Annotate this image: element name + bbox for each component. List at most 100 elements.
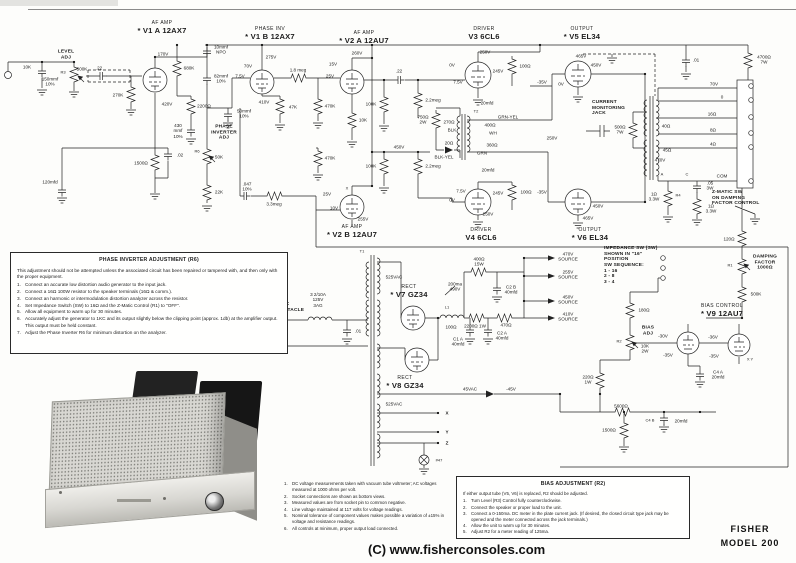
value-label: 170V — [157, 51, 169, 57]
value-label: 680K — [183, 65, 195, 71]
value-label: 1Ω 3.3W — [648, 191, 660, 202]
stage-label: RECT* V8 GZ34 — [386, 375, 423, 390]
value-label: C — [685, 171, 689, 177]
damping-factor-pot-r1 — [737, 255, 747, 278]
value-label: 1Ω 3.3W — [705, 203, 717, 214]
value-label: .22 — [395, 68, 403, 74]
control-label: DAMPING FACTOR 1000Ω — [752, 254, 778, 271]
stage-tube: * V2 B 12AU7 — [326, 230, 378, 239]
model-label-line2: MODEL 200 — [720, 537, 780, 548]
stage-role: BIAS CONTROL — [700, 303, 744, 309]
value-label: 47K — [288, 104, 298, 110]
diode — [444, 146, 454, 154]
value-label: R3 — [60, 69, 66, 75]
photo-volume-knob — [205, 492, 224, 511]
dashed-screen-line — [87, 53, 656, 96]
tube-v1a-12ax7 — [142, 67, 168, 93]
value-label: .22 — [95, 65, 103, 71]
value-label: 16Ω — [707, 111, 717, 117]
value-label: 15V — [328, 61, 338, 67]
phase-inverter-box-title: PHASE INVERTER ADJUSTMENT (R6) — [99, 257, 199, 263]
stage-tube: * V8 GZ34 — [386, 381, 424, 390]
photo-screw — [163, 497, 166, 500]
stage-label: OUTPUT* V5 EL34 — [564, 26, 600, 41]
instruction-step: 3.Connect a 0-150ma. DC meter in the pla… — [463, 510, 669, 522]
wires-v2 — [274, 45, 465, 225]
value-label: 0V — [449, 197, 455, 203]
value-label: -35V — [537, 189, 547, 195]
stage-label: BIAS CONTROL* V9 12AU7 — [701, 303, 743, 318]
fuse — [307, 316, 333, 321]
value-label: X — [345, 185, 349, 191]
value-label: 500K — [76, 66, 88, 72]
value-label: GRN-YEL — [497, 114, 519, 120]
stage-role: AF AMP — [151, 20, 173, 26]
value-label: 470V — [654, 157, 666, 163]
stage-tube: V4 6CL6 — [465, 233, 497, 242]
photo-brand-text — [117, 499, 151, 502]
value-label: R4 — [675, 192, 681, 198]
value-label: 100K — [365, 163, 377, 169]
value-label: 45VAC — [462, 386, 478, 392]
instruction-step: 3.Measured values are from socket pin to… — [284, 500, 406, 506]
stage-tube: * V9 12AU7 — [700, 309, 744, 318]
value-label: 10K — [22, 64, 32, 70]
bias-box-title: BIAS ADJUSTMENT (R2) — [540, 481, 606, 487]
output-transformer-coil — [643, 99, 648, 137]
value-label: 70V — [243, 63, 253, 69]
value-label: 245V — [492, 68, 504, 74]
value-label: 450V SOURCE — [558, 294, 578, 305]
value-label: 50mmf 10% — [236, 108, 252, 119]
value-label: GRN — [476, 150, 488, 156]
stage-tube: * V7 GZ34 — [390, 290, 428, 299]
wires-driver-output — [435, 45, 749, 221]
value-label: 1.8 meg — [289, 67, 307, 73]
value-label: 465V — [575, 53, 587, 59]
value-label: 5600Ω — [614, 403, 628, 409]
phase-inverter-adjustment-box: PHASE INVERTER ADJUSTMENT (R6) This adju… — [10, 252, 288, 354]
stage-tube: * V1 B 12AX7 — [245, 32, 295, 41]
instruction-step: 5.Nominal tolerance of component values … — [284, 512, 445, 525]
value-label: A — [660, 171, 664, 177]
value-label: 150mmf 10% — [41, 76, 59, 87]
stage-role: RECT — [401, 284, 417, 290]
value-label: .02 — [176, 152, 184, 158]
value-label: 450V — [393, 144, 405, 150]
schematic-notes-list: 1.DC voltage measurements taken with vac… — [284, 481, 454, 532]
value-label: 20mfd — [674, 418, 688, 424]
control-label: PHASE INVERTER ADJ — [211, 124, 237, 141]
value-label: 4700Ω 7W — [757, 54, 771, 65]
value-label: C2 A 40mfd — [495, 330, 509, 341]
bias-box-steps: 1.Turn Level (R3) Control fully counterc… — [463, 498, 683, 535]
page-top-rule — [28, 9, 796, 10]
value-label: X — [445, 410, 449, 416]
amplifier-photo — [45, 371, 267, 529]
value-label: 500Ω 7W — [614, 124, 626, 135]
pilot-lamp — [418, 454, 430, 466]
stage-tube: * V2 A 12AU7 — [339, 36, 389, 45]
value-label: 525VAC — [385, 401, 403, 407]
value-label: 2.2meg — [425, 97, 441, 103]
value-label: -45V — [506, 386, 516, 392]
stage-label: AF AMP* V1 A 12AX7 — [137, 20, 186, 35]
model-label: FISHER MODEL 200 — [706, 523, 794, 550]
value-label: T1 — [359, 248, 365, 254]
value-label: 410V — [258, 99, 270, 105]
instruction-step: 2.Connect a 16Ω 100W resistor to the spe… — [17, 288, 173, 294]
value-label: 20mfd — [481, 167, 495, 173]
value-label: C4 A 20mfd — [711, 369, 725, 380]
instruction-step: 5.Adjust R2 for a meter reading of 125ma… — [463, 529, 550, 535]
tube-v5-el34 — [564, 60, 592, 88]
value-label: -35V — [709, 353, 719, 359]
value-label: 7.5V — [235, 73, 245, 79]
instruction-step: 3.Connect an harmonic or intermodulation… — [17, 295, 189, 301]
value-label: 10V — [329, 205, 339, 211]
instruction-step: 6.All controls at minimum, proper output… — [284, 525, 399, 531]
value-label: 100Ω — [519, 63, 531, 69]
value-label: C2 B 40mfd — [504, 284, 518, 295]
value-label: 120mfd — [42, 179, 58, 185]
bias-adjustment-box: BIAS ADJUSTMENT (R2) If either output tu… — [456, 476, 690, 540]
value-label: 410V SOURCE — [558, 311, 578, 322]
value-label: T2 — [473, 108, 479, 114]
instruction-step: 7.Adjust the Phase Inverter R6 for minim… — [17, 329, 167, 335]
